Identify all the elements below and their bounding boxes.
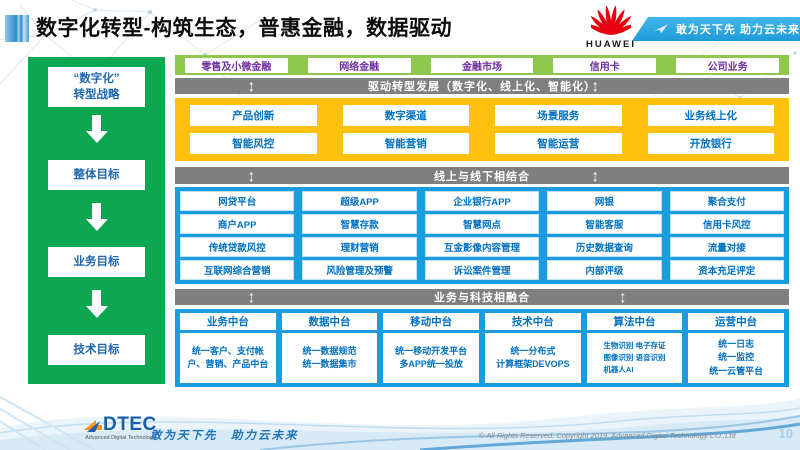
sidebar-box-tech-goal: 技术目标: [48, 335, 145, 365]
platform-box: 超级APP: [302, 191, 417, 211]
copyright-text: © All Rights Reserved. Copyright 2019, A…: [479, 431, 736, 440]
page-title: 数字化转型-构筑生态，普惠金融，数据驱动: [36, 17, 452, 40]
middle-platform-column: 业务中台 统一客户、支付帐户、营销、产品中台: [180, 313, 276, 383]
bar-label: 驱动转型发展（数字化、线上化、智能化）: [368, 81, 596, 93]
middle-platform-column: 移动中台 统一移动开发平台 多APP统一投放: [383, 313, 479, 383]
sidebar-box-line: 业务目标: [73, 255, 120, 268]
platform-box: 网贷平台: [180, 191, 295, 211]
business-line-box: 金融市场: [430, 57, 534, 73]
platform-box: 互金影像内容管理: [424, 237, 540, 257]
middle-platform-content: 统一移动开发平台 多APP统一投放: [383, 333, 479, 383]
sidebar-box-overall-goal: 整体目标: [48, 160, 145, 190]
ribbon-slogan-text: 敢为天下先 助力云未来: [675, 24, 800, 36]
middle-platform-header: 移动中台: [383, 313, 479, 330]
sidebar-box-line: “数字化”: [73, 72, 120, 85]
capability-box: 智能风控: [190, 133, 317, 154]
title-accent-icon: [5, 15, 29, 42]
bar-online-offline: ↕ 线上与线下相结合 ↕: [175, 165, 789, 185]
sidebar-box-business-goal: 业务目标: [48, 247, 145, 277]
business-lines-row: 零售及小微金融 网络金融 金融市场 信用卡 公司业务: [175, 55, 789, 75]
middle-platform-header: 业务中台: [180, 313, 276, 330]
paper-plane-icon: [654, 24, 668, 33]
up-down-arrow-icon: ↕: [619, 286, 627, 307]
capability-box: 数字渠道: [342, 105, 469, 126]
platform-box: 传统贷款风控: [180, 237, 295, 257]
footer-slogan: 敢为天下先 助力云未来: [150, 430, 299, 442]
platform-box: 历史数据查询: [547, 237, 662, 257]
capabilities-panel: 产品创新 数字渠道 场景服务 业务线上化 智能风控 智能营销 智能运营 开放银行: [175, 98, 789, 161]
middle-platform-column: 算法中台 生物识别 电子存证 图像识别 语音识别 机器人AI: [586, 313, 683, 383]
business-line-box: 公司业务: [676, 57, 779, 73]
platform-box: 商户APP: [180, 214, 295, 234]
middle-platform-content: 统一日志 统一监控 统一云管平台: [688, 333, 784, 383]
up-down-arrow-icon: ↕: [591, 75, 600, 96]
bar-drive-transformation: ↕ 驱动转型发展（数字化、线上化、智能化） ↕: [175, 75, 789, 96]
strategy-sidebar: “数字化” 转型战略 整体目标 业务目标 技术目标: [28, 57, 165, 384]
platform-box: 信用卡风控: [669, 214, 784, 234]
dtec-logo: DTEC Advanced Digital Technology: [84, 415, 157, 441]
middle-platform-column: 技术中台 统一分布式 计算框架DEVOPS: [484, 313, 581, 383]
sidebar-box-line: 整体目标: [73, 168, 120, 181]
platform-box: 资本充足评定: [669, 260, 784, 280]
platform-box: 企业银行APP: [424, 191, 540, 211]
capabilities-row: 智能风控 智能营销 智能运营 开放银行: [190, 133, 774, 154]
bar-business-tech: ↕ 业务与科技相融合 ↕: [175, 286, 789, 307]
middle-platform-content: 统一分布式 计算框架DEVOPS: [484, 333, 581, 383]
middle-platform-content: 统一数据规范 统一数据集市: [281, 333, 378, 383]
slogan-ribbon: 敢为天下先 助力云未来: [632, 17, 800, 41]
middle-platform-panel: 业务中台 统一客户、支付帐户、营销、产品中台 数据中台 统一数据规范 统一数据集…: [175, 309, 789, 387]
business-line-box: 零售及小微金融: [185, 57, 288, 73]
business-line-box: 信用卡: [553, 57, 657, 73]
huawei-logo: HUAWEI: [578, 5, 644, 50]
capabilities-row: 产品创新 数字渠道 场景服务 业务线上化: [190, 105, 774, 126]
sidebar-box-line: 技术目标: [73, 343, 120, 356]
down-arrow-icon: [85, 290, 108, 318]
middle-platform-content: 统一客户、支付帐户、营销、产品中台: [180, 333, 276, 383]
platform-box: 内部评级: [547, 260, 662, 280]
business-line-box: 网络金融: [307, 57, 411, 73]
platforms-panel: 网贷平台 超级APP 企业银行APP 网银 聚合支付 商户APP 智慧存款 智慧…: [175, 187, 789, 284]
middle-platform-column: 运营中台 统一日志 统一监控 统一云管平台: [688, 313, 784, 383]
up-down-arrow-icon: ↕: [248, 286, 256, 307]
platform-box: 聚合支付: [669, 191, 784, 211]
sidebar-box-line: 转型战略: [73, 89, 120, 101]
dtec-arrow-icon: [84, 420, 102, 432]
down-arrow-icon: [85, 203, 108, 231]
sidebar-box-digital-strategy: “数字化” 转型战略: [48, 67, 145, 107]
platform-box: 风险管理及预警: [302, 260, 417, 280]
architecture-diagram: 零售及小微金融 网络金融 金融市场 信用卡 公司业务 ↕ 驱动转型发展（数字化、…: [175, 55, 789, 387]
bar-label: 业务与科技相融合: [434, 292, 530, 304]
huawei-flower-icon: [586, 5, 636, 35]
capability-box: 场景服务: [495, 105, 622, 126]
huawei-wordmark: HUAWEI: [586, 39, 636, 50]
middle-platform-column: 数据中台 统一数据规范 统一数据集市: [281, 313, 378, 383]
platform-box: 智慧存款: [302, 214, 417, 234]
down-arrow-icon: [85, 115, 108, 143]
middle-platform-header: 技术中台: [484, 313, 581, 330]
up-down-arrow-icon: ↕: [591, 165, 600, 185]
capability-box: 产品创新: [190, 105, 317, 126]
up-down-arrow-icon: ↕: [248, 75, 256, 96]
page-number: 10: [778, 426, 793, 441]
platform-box: 智能客服: [547, 214, 662, 234]
dtec-wordmark: DTEC: [103, 414, 157, 435]
middle-platform-content: 生物识别 电子存证 图像识别 语音识别 机器人AI: [586, 333, 683, 383]
capability-box: 智能营销: [342, 133, 469, 154]
platform-box: 理财营销: [302, 237, 417, 257]
up-down-arrow-icon: ↕: [248, 165, 256, 185]
capability-box: 智能运营: [495, 133, 622, 154]
platform-box: 网银: [547, 191, 662, 211]
capability-box: 业务线上化: [647, 105, 774, 126]
capability-box: 开放银行: [647, 133, 774, 154]
middle-platform-header: 运营中台: [688, 313, 784, 330]
dtec-subtext: Advanced Digital Technology: [85, 435, 156, 441]
platform-box: 诉讼案件管理: [424, 260, 540, 280]
middle-platform-header: 算法中台: [586, 313, 683, 330]
platform-box: 互联网综合营销: [180, 260, 295, 280]
platform-box: 流量对接: [669, 237, 784, 257]
middle-platform-header: 数据中台: [281, 313, 378, 330]
bar-label: 线上与线下相结合: [434, 170, 530, 183]
platform-box: 智慧网点: [424, 214, 540, 234]
